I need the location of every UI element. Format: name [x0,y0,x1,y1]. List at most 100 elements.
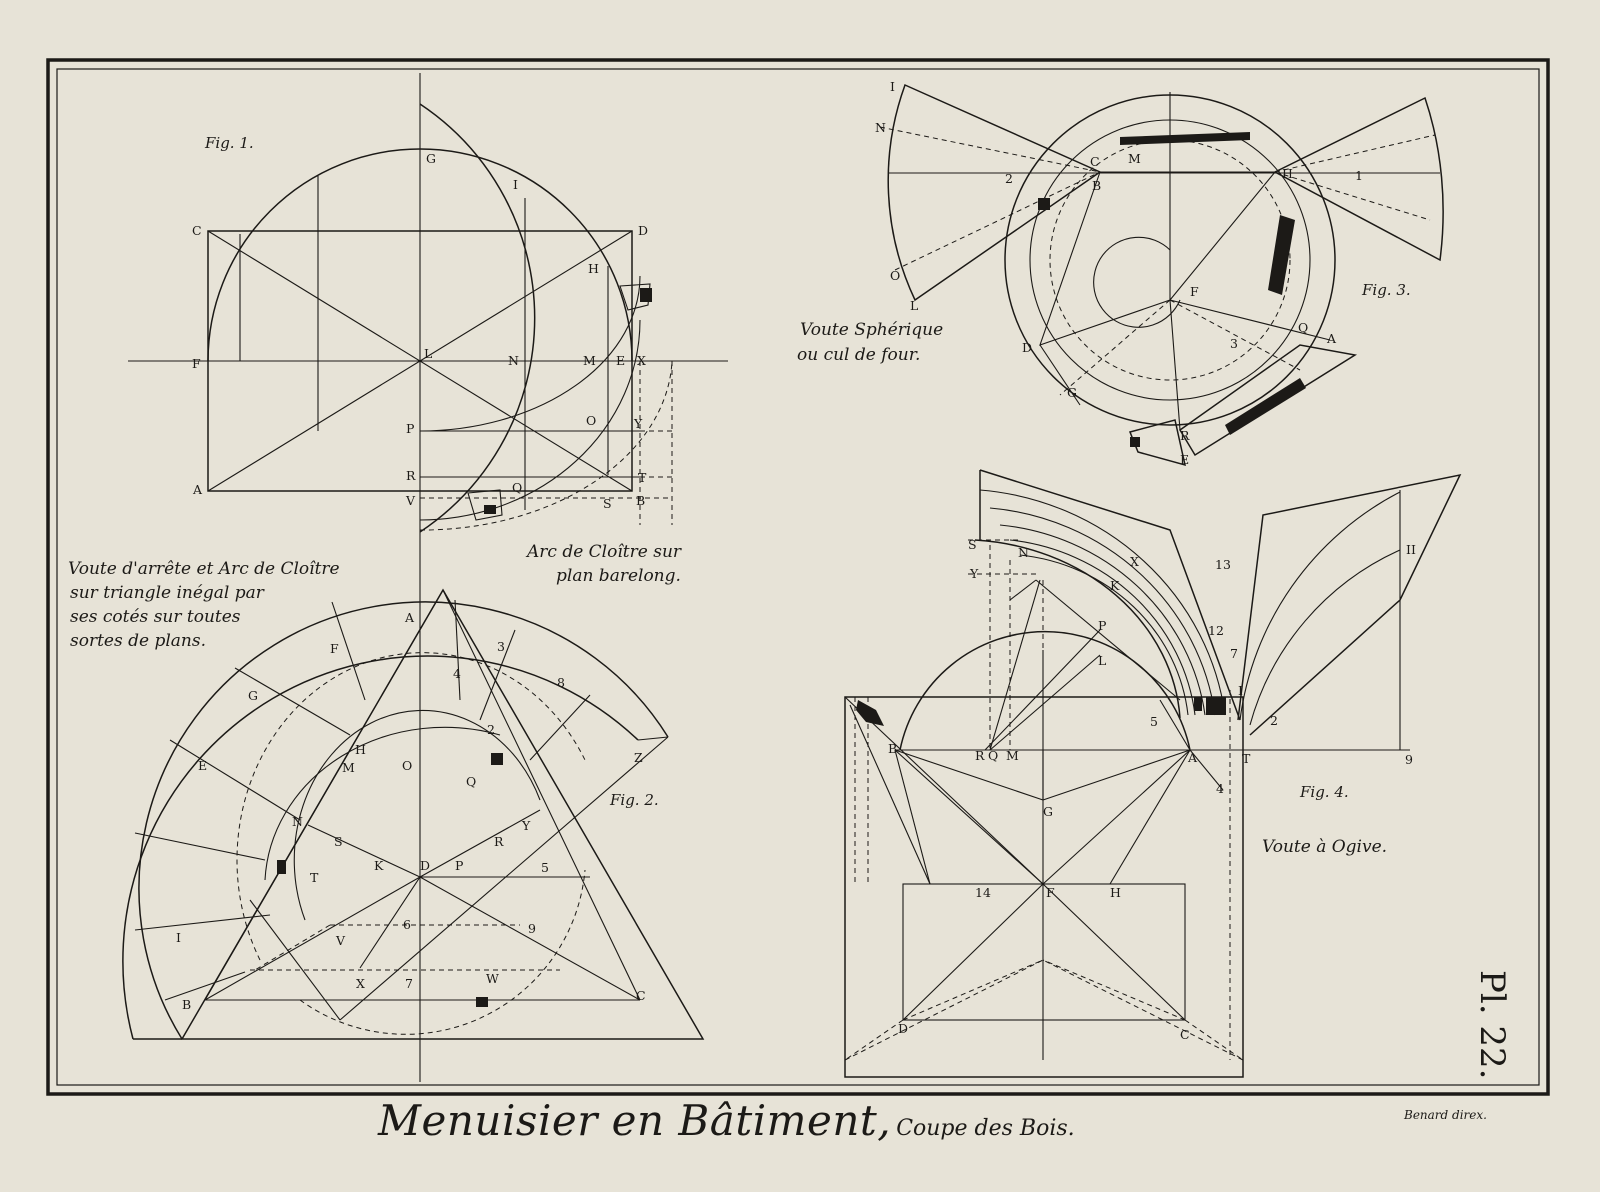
plate-title: Menuisier en Bâtiment, Coupe des Bois. [378,1096,1075,1145]
fig2-letter: 8 [557,675,565,690]
fig4-letter: N [1018,545,1029,560]
fig4-letter: L [1098,653,1106,668]
fig4-letter: G [1043,804,1053,819]
fig3-label: Fig. 3. [1361,281,1411,299]
fig3-caption-line1: Voute Sphérique [800,320,943,340]
fig2-letter: D [420,858,430,873]
fig1-letter: A [192,482,203,497]
fig3-letter: M [1128,151,1141,166]
fig4-letter: S [968,537,977,552]
fig1-label: Fig. 1. [204,134,254,152]
fig1-caption-line1: Arc de Cloître sur [525,542,682,562]
fig1-letter: S [603,496,612,511]
fig4-letter: 4 [1216,781,1224,796]
fig2-letter: R [494,834,504,849]
fig2-label: Fig. 2. [609,791,659,809]
fig2-letter: X [356,976,365,991]
fig2-letter: A [404,610,415,625]
fig4-letter: D [898,1021,908,1036]
plate-title-main: Menuisier en Bâtiment, [378,1096,892,1145]
fig2-caption-line3: ses cotés sur toutes [70,607,241,627]
fig3-letter: A [1326,331,1337,346]
fig3-letter: C [1090,154,1100,169]
fig4-letter: A [1187,750,1198,765]
fig3-letter: B [1092,178,1101,193]
figure-1 [128,73,728,1082]
outer-border [46,58,1550,1096]
fig3-letter: F [1190,284,1199,299]
fig2-letter: F [330,641,339,656]
figure-2 [122,588,705,1040]
fig2-letter: 6 [403,917,411,932]
fig2-letter: O [402,758,412,773]
fig2-letter: V [335,933,346,948]
fig4-letters: S N X Y 13 K II P L 12 I B R Q M A T 2 9… [888,537,1416,1042]
fig3-letter: H [1282,166,1293,181]
fig3-letter: E [1180,452,1189,467]
fig3-letter: 3 [1230,336,1238,351]
fig2-letter: H [355,742,366,757]
fig4-letter: Y [969,566,979,581]
fig3-caption-line2: ou cul de four. [797,345,920,365]
engraver-credit: Benard direx. [1404,1108,1487,1122]
fig2-letter: N [292,814,303,829]
fig3-letter: O [890,268,900,283]
fig4-letter: I [1238,683,1243,698]
fig4-letter: K [1110,578,1120,593]
fig1-letter: R [406,468,416,483]
fig2-letter: 5 [541,860,549,875]
fig4-letter: 9 [1405,752,1413,767]
fig4-letter: T [1242,751,1251,766]
fig4-letter: H [1110,885,1121,900]
fig4-letter: M [1006,748,1019,763]
fig2-letter: 9 [528,921,536,936]
fig4-letter: 12 [1208,623,1224,638]
fig1-letter: F [192,356,201,371]
fig2-letter: P [455,858,463,873]
fig2-caption-line2: sur triangle inégal par [70,583,265,603]
fig3-letter: D [1022,340,1032,355]
fig3-letter: 1 [1355,168,1363,183]
fig1-letter: Y [633,416,643,431]
fig1-caption-line2: plan barelong. [556,566,681,586]
fig2-caption-line1: Voute d'arrête et Arc de Cloître [68,559,340,579]
fig2-letter: M [342,760,355,775]
fig2-letter: E [198,758,207,773]
fig2-letter: W [486,971,499,986]
fig1-letter: G [426,151,436,166]
fig4-letter: 2 [1270,713,1278,728]
plate-number: Pl. 22. [1472,970,1512,1080]
fig4-letter: P [1098,618,1106,633]
figure-4 [844,469,1462,1078]
fig4-letter: R [975,748,985,763]
fig1-letter: O [586,413,596,428]
fig4-letter: X [1130,554,1139,569]
fig2-letter: S [334,834,343,849]
fig2-letter: Y [521,818,531,833]
fig2-letter: 3 [497,639,505,654]
fig2-letter: I [176,930,181,945]
fig1-letter: N [508,353,519,368]
fig1-letters: G I C D H F L N M E X P O Y R T V Q S B … [192,151,648,511]
fig3-letter: 2 [1005,171,1013,186]
fig2-letter: Q [466,774,476,789]
fig4-letter: 13 [1215,557,1231,572]
fig2-letter: 7 [405,976,413,991]
fig2-letter: C [636,988,646,1003]
fig1-letter: I [513,177,518,192]
fig2-letter: 2 [487,722,495,737]
fig1-letter: P [406,421,414,436]
fig2-letter: B [182,997,191,1012]
fig4-letter: Q [988,748,998,763]
fig1-letter: D [638,223,648,238]
fig4-letter: 14 [975,885,991,900]
fig2-letter: K [374,858,384,873]
fig3-letter: Q [1298,320,1308,335]
fig1-letter: C [192,223,202,238]
fig2-letter: T [310,870,319,885]
fig4-caption-line1: Voute à Ogive. [1262,837,1387,857]
plate-title-sub: Coupe des Bois. [896,1116,1075,1141]
fig1-letter: X [637,353,646,368]
fig1-letter: B [636,493,645,508]
